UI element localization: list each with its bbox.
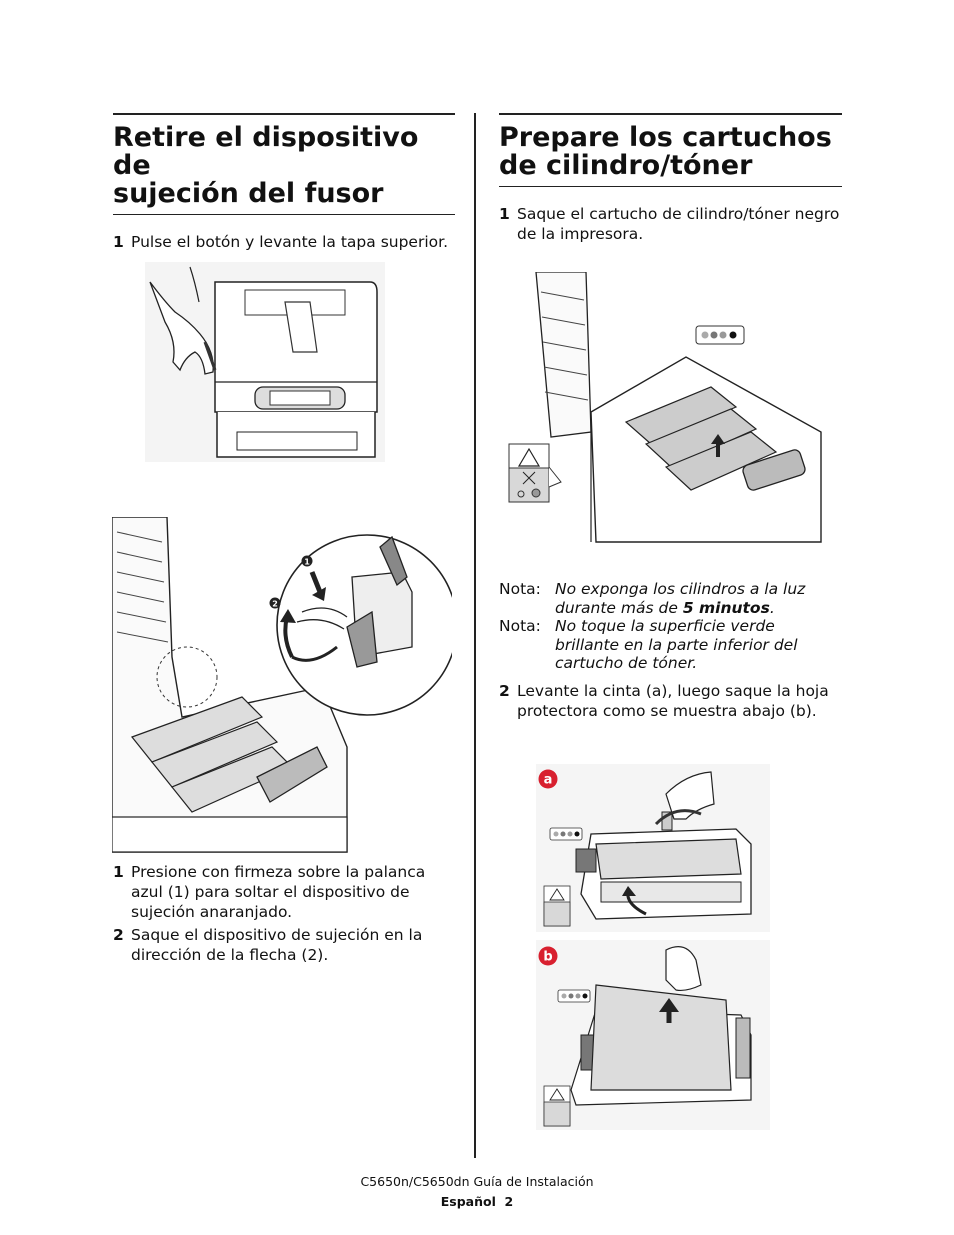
left-column: Retire el dispositivo de sujeción del fu… bbox=[113, 113, 455, 252]
note-2-label: Nota: bbox=[499, 617, 541, 635]
note-light-exposure: Nota: No exponga los cilindros a la luz … bbox=[499, 580, 842, 617]
left-step-remove-restraint: 2 Saque el dispositivo de sujeción en la… bbox=[113, 925, 455, 965]
note-1-text-before: No exponga los cilindros a la luz durant… bbox=[555, 580, 806, 617]
column-divider bbox=[474, 113, 476, 1158]
note-2-text: No toque la superficie verde brillante e… bbox=[555, 617, 798, 672]
footer-page-number: Español 2 bbox=[440, 1194, 514, 1209]
note-1-label: Nota: bbox=[499, 580, 541, 598]
right-heading-line2: de cilindro/tóner bbox=[499, 150, 753, 181]
left-step-remove-restraint-number: 2 bbox=[113, 926, 124, 944]
right-step-1: 1 Saque el cartucho de cilindro/tóner ne… bbox=[499, 204, 842, 244]
left-step-1-text: Pulse el botón y levante la tapa superio… bbox=[131, 233, 449, 251]
fuser-restraint-illustration: 1 2 bbox=[112, 517, 452, 859]
notes-block: Nota: No exponga los cilindros a la luz … bbox=[499, 580, 842, 673]
left-top-rule bbox=[113, 113, 455, 115]
left-heading-line1: Retire el dispositivo de bbox=[113, 122, 419, 181]
note-1-text-after: . bbox=[769, 598, 775, 617]
lift-tape-illustration: a bbox=[536, 764, 770, 932]
right-heading-rule bbox=[499, 186, 842, 187]
left-heading-rule bbox=[113, 214, 455, 215]
right-heading-line1: Prepare los cartuchos bbox=[499, 122, 832, 153]
right-step-1-number: 1 bbox=[499, 205, 510, 223]
right-top-rule bbox=[499, 113, 842, 115]
printer-open-cover-illustration bbox=[145, 262, 385, 462]
right-step-1-text: Saque el cartucho de cilindro/tóner negr… bbox=[517, 205, 840, 243]
right-column: Prepare los cartuchos de cilindro/tóner … bbox=[499, 113, 842, 244]
badge-a: a bbox=[544, 773, 553, 788]
left-step-press-lever-number: 1 bbox=[113, 863, 124, 881]
note-1-text-bold: 5 minutos bbox=[682, 598, 770, 617]
fig-callout-2: 2 bbox=[272, 600, 278, 609]
note-green-surface: Nota: No toque la superficie verde brill… bbox=[499, 617, 842, 673]
note-1-text: No exponga los cilindros a la luz durant… bbox=[555, 580, 842, 617]
left-step-remove-restraint-text: Saque el dispositivo de sujeción en la d… bbox=[131, 926, 423, 964]
right-heading: Prepare los cartuchos de cilindro/tóner bbox=[499, 124, 842, 180]
left-heading-line2: sujeción del fusor bbox=[113, 178, 384, 209]
left-step-press-lever: 1 Presione con firmeza sobre la palanca … bbox=[113, 862, 455, 922]
right-step-2-number: 2 bbox=[499, 682, 510, 700]
badge-b: b bbox=[543, 950, 552, 965]
left-step-press-lever-text: Presione con firmeza sobre la palanca az… bbox=[131, 863, 426, 921]
right-step-2-body: 2 Levante la cinta (a), luego saque la h… bbox=[499, 681, 842, 721]
left-steps-list: 1 Presione con firmeza sobre la palanca … bbox=[113, 862, 455, 965]
remove-sheet-illustration: b bbox=[536, 940, 770, 1130]
right-step-2-text: Levante la cinta (a), luego saque la hoj… bbox=[517, 682, 829, 720]
right-step-2: 2 Levante la cinta (a), luego saque la h… bbox=[499, 681, 842, 721]
left-step-1-number: 1 bbox=[113, 233, 124, 251]
remove-black-cartridge-illustration bbox=[506, 272, 824, 547]
fig-callout-1: 1 bbox=[304, 558, 310, 567]
left-step-1: 1 Pulse el botón y levante la tapa super… bbox=[113, 232, 455, 252]
footer-title: C5650n/C5650dn Guía de Instalación bbox=[360, 1174, 594, 1189]
left-heading: Retire el dispositivo de sujeción del fu… bbox=[113, 124, 455, 208]
